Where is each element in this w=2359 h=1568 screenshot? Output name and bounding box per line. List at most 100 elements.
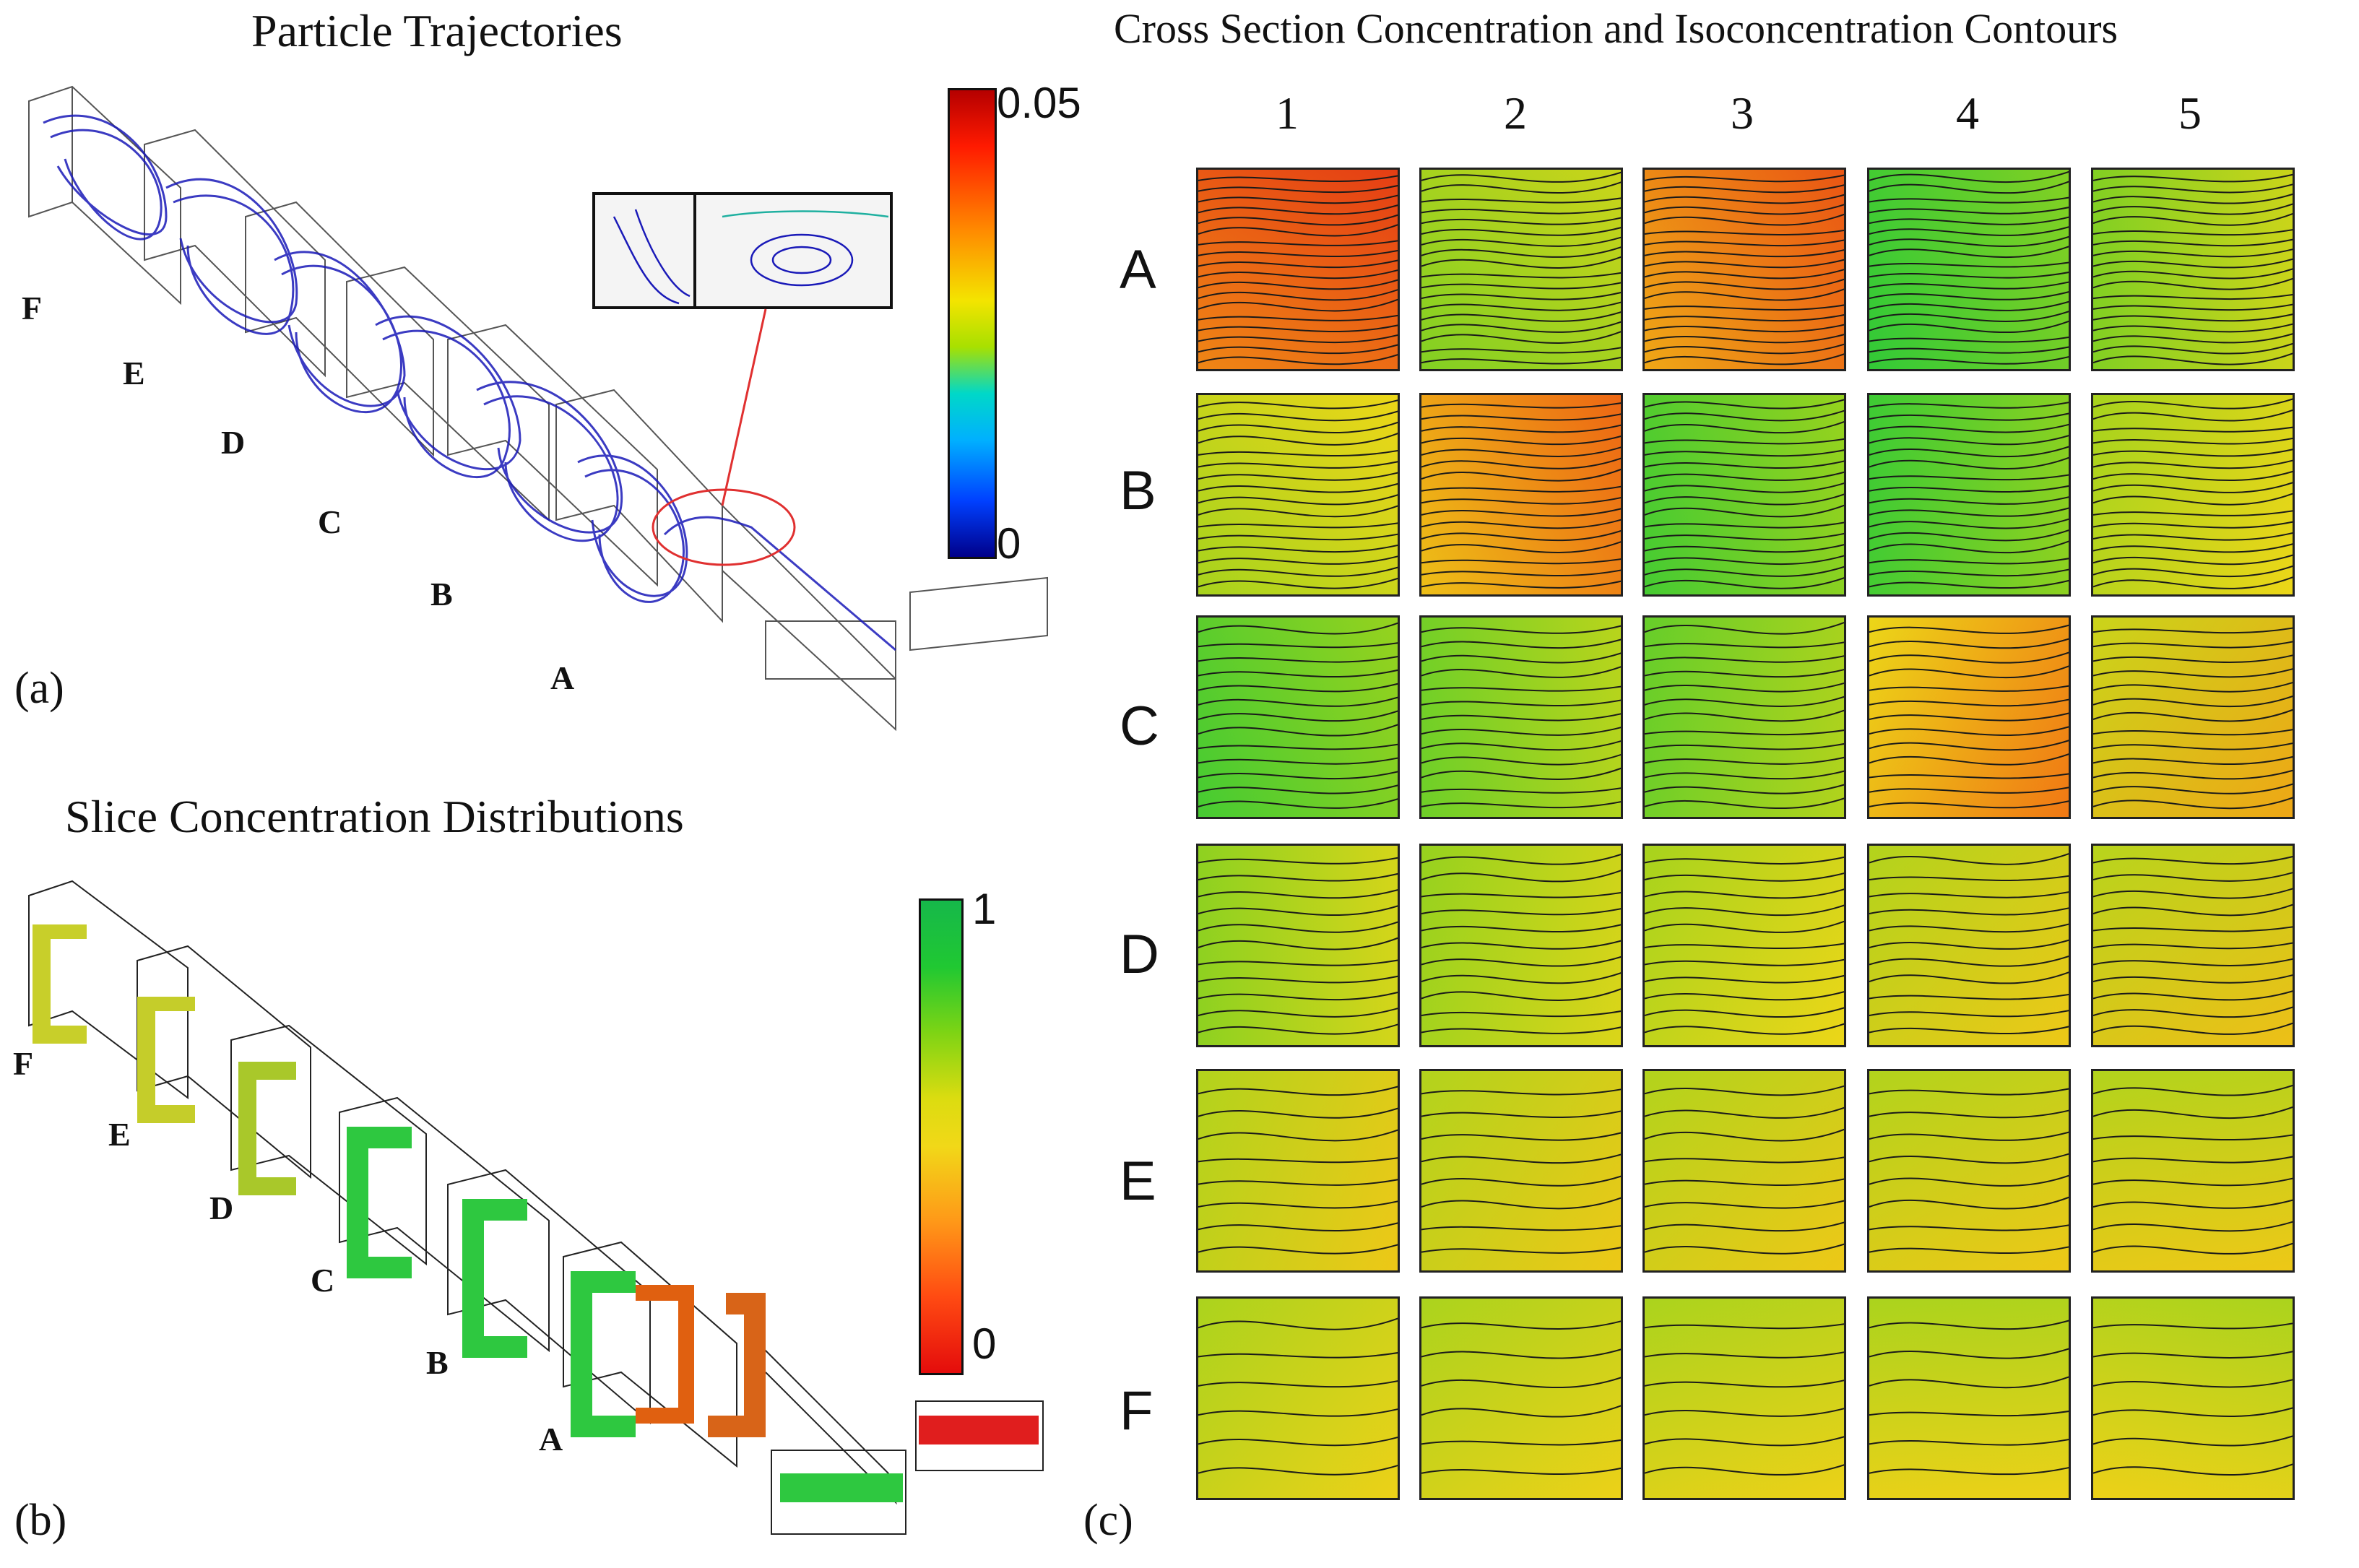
contour-line (1421, 331, 1621, 344)
contour-line (2093, 783, 2293, 794)
contour-line (1198, 279, 1398, 290)
contour-line (1198, 743, 1398, 750)
contour-line (1645, 449, 1844, 457)
contour-line (1645, 641, 1844, 649)
isoconcentration-lines (1421, 1088, 1621, 1254)
isoconcentration-lines (1645, 856, 1844, 1035)
contour-line (1198, 184, 1398, 194)
contour-line (1198, 889, 1398, 899)
contour-line (2093, 729, 2293, 736)
contour-line (1198, 421, 1398, 433)
contour-line (2093, 926, 2293, 932)
contour-line (1645, 259, 1844, 269)
contour-line (2093, 303, 2293, 311)
contour-line (1198, 324, 1398, 332)
contour-line (1421, 541, 1621, 553)
contour-line (1421, 321, 1621, 333)
contour-line (2093, 1463, 2293, 1476)
contour-line (1645, 1408, 1844, 1417)
contour-line (1198, 669, 1398, 677)
contour-line (1421, 282, 1621, 290)
contour-line (1869, 1010, 2069, 1018)
colorbar-b-max: 1 (972, 885, 997, 933)
contour-line (1869, 1376, 2069, 1389)
contour-line (1645, 399, 1844, 410)
contour-line (2093, 1006, 2293, 1018)
contour-line (2093, 888, 2293, 899)
contour-line (1645, 213, 1844, 226)
contour-line (1198, 1351, 1398, 1359)
contour-line (1869, 170, 2069, 183)
contour-line (2093, 565, 2293, 578)
row-label-c: C (1120, 696, 1159, 757)
slice-station-label-f: F (13, 1045, 34, 1082)
contour-line (2093, 268, 2293, 280)
contour-line (1421, 580, 1621, 589)
contour-line (1645, 334, 1844, 344)
contour-line (1645, 566, 1844, 577)
contour-line (1645, 555, 1844, 566)
isoconcentration-lines (2093, 627, 2293, 810)
contour-line (1198, 533, 1398, 541)
contour-line (1645, 770, 1844, 780)
contour-line (1869, 496, 2069, 505)
contour-line (1198, 449, 1398, 457)
contour-line (2093, 277, 2293, 290)
contour-line (1421, 1175, 1621, 1187)
contour-line (1645, 1464, 1844, 1476)
contour-line (1421, 256, 1621, 269)
contour-line (1198, 857, 1398, 865)
contour-cell-e4 (1867, 1069, 2071, 1273)
contour-line (1869, 740, 2069, 751)
contour-line (2093, 248, 2293, 258)
contour-line (1869, 1174, 2069, 1187)
contour-line (2093, 1351, 2293, 1359)
contour-line (1198, 757, 1398, 765)
contour-line (1645, 1007, 1844, 1018)
contour-line (1421, 1225, 1621, 1231)
contour-line (1421, 197, 1621, 204)
contour-line (1645, 1023, 1844, 1035)
contour-line (1869, 435, 2069, 446)
contour-line (1869, 226, 2069, 236)
contour-line (1198, 1023, 1398, 1035)
contour-line (2093, 797, 2293, 810)
row-label-a: A (1120, 239, 1156, 300)
isoconcentration-lines (1869, 1320, 2069, 1476)
contour-line (1869, 579, 2069, 589)
contour-line (1645, 493, 1844, 506)
contour-line (1645, 682, 1844, 693)
concentration-colorbar (919, 898, 964, 1375)
isoconcentration-lines (1421, 171, 1621, 365)
contour-line (1198, 224, 1398, 237)
contour-line (1645, 709, 1844, 722)
isoconcentration-lines (1869, 402, 2069, 589)
contour-line (1421, 291, 1621, 300)
contour-line (1198, 959, 1398, 966)
contour-line (1198, 1464, 1398, 1476)
contour-cell-e1 (1196, 1069, 1400, 1273)
contour-line (1869, 336, 2069, 343)
contour-line (1198, 522, 1398, 529)
contour-line (2093, 482, 2293, 493)
contour-line (2093, 409, 2293, 422)
contour-line (1869, 993, 2069, 1000)
contour-line (1198, 344, 1398, 355)
contour-line (2093, 1199, 2293, 1209)
slice-station-label-a: A (539, 1421, 563, 1457)
contour-line (1869, 773, 2069, 779)
contour-line (1645, 991, 1844, 1001)
contour-line (1198, 937, 1398, 950)
panel-a-title: Particle Trajectories (251, 5, 623, 56)
contour-cell-d5 (2091, 844, 2295, 1047)
contour-line (1421, 1377, 1621, 1388)
contour-line (1421, 1320, 1621, 1330)
contour-cell-c3 (1642, 615, 1846, 819)
contour-cell-f5 (2091, 1296, 2295, 1500)
isoconcentration-lines (2093, 1322, 2293, 1476)
contour-line (1198, 249, 1398, 258)
colorbar-a-max: 0.05 (997, 79, 1081, 127)
contour-line (1198, 991, 1398, 1001)
contour-line (1645, 1128, 1844, 1142)
contour-line (1869, 665, 2069, 679)
